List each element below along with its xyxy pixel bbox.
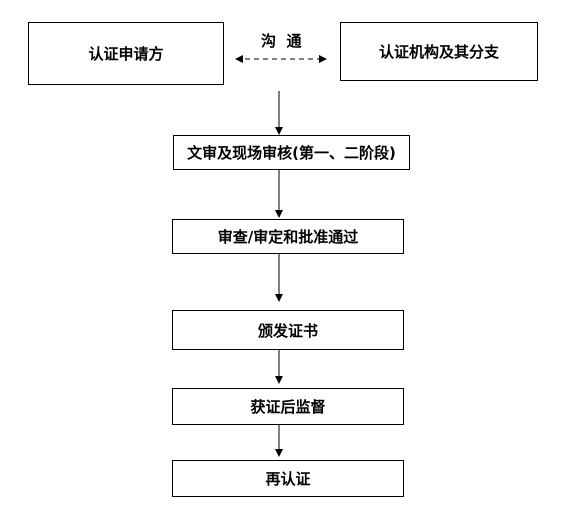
step-recertification-label: 再认证 — [265, 470, 311, 488]
communication-label: 沟 通 — [261, 32, 302, 50]
step-audit-label: 文审及现场审核(第一、二阶段) — [187, 144, 396, 162]
step-recertification-box: 再认证 — [172, 460, 404, 497]
certification-body-box: 认证机构及其分支 — [340, 22, 538, 81]
certification-body-label: 认证机构及其分支 — [378, 43, 499, 61]
applicant-box: 认证申请方 — [28, 22, 224, 85]
applicant-label: 认证申请方 — [88, 45, 164, 63]
step-issue-certificate-label: 颁发证书 — [257, 321, 318, 340]
step-review-box: 审查/审定和批准通过 — [172, 219, 404, 254]
step-issue-certificate-box: 颁发证书 — [172, 310, 404, 350]
step-surveillance-box: 获证后监督 — [172, 388, 404, 425]
step-audit-box: 文审及现场审核(第一、二阶段) — [173, 135, 410, 170]
step-surveillance-label: 获证后监督 — [250, 398, 326, 416]
step-review-label: 审查/审定和批准通过 — [217, 228, 359, 246]
